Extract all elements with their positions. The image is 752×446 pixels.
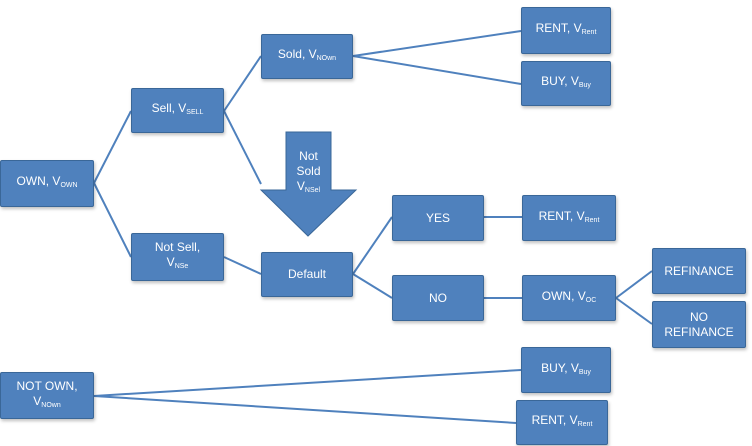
node-refinance-label: REFINANCE: [664, 263, 734, 278]
node-sold-label: Sold, V: [277, 47, 317, 61]
node-own-label: OWN, V: [16, 174, 61, 188]
node-default: Default: [261, 252, 353, 297]
edge-own-notsell: [93, 182, 132, 258]
node-not-sell-label2: V: [166, 255, 175, 269]
node-sold: Sold, VNOwn: [261, 34, 353, 79]
node-rent-mid-label: RENT, V: [538, 208, 585, 223]
edge-notown-buybottom: [93, 369, 522, 397]
node-no-refinance-line1: NO: [690, 309, 708, 324]
node-rent-bottom-sub: Rent: [577, 421, 593, 428]
edge-sold-buytop: [352, 55, 522, 85]
node-buy-bottom-sub: Buy: [578, 368, 591, 376]
node-no: NO: [392, 275, 484, 321]
node-buy-top-sub: Buy: [578, 82, 591, 89]
node-buy-bottom: BUY, VBuy: [521, 347, 611, 393]
node-yes-label: YES: [425, 210, 450, 225]
node-buy-bottom-label: BUY, V: [541, 360, 579, 375]
node-rent-bottom: RENT, VRent: [516, 400, 608, 445]
edge-own-sell: [93, 110, 132, 184]
node-rent-top-sub: Rent: [581, 29, 597, 36]
not-sold-line2: Sold: [296, 164, 321, 178]
node-own-oc-label: OWN, V: [541, 288, 586, 303]
node-no-refinance: NO REFINANCE: [652, 301, 746, 348]
node-rent-mid-sub: Rent: [584, 216, 600, 224]
node-sell-sub: SELL: [186, 109, 204, 116]
node-own: OWN, VOWN: [0, 160, 94, 207]
node-buy-top: BUY, VBuy: [521, 61, 611, 106]
node-not-own-line1: NOT OWN,: [16, 378, 78, 393]
edge-ownoc-norefinance: [615, 297, 653, 325]
edge-sell-sold: [223, 55, 262, 112]
node-sell-label: Sell, V: [151, 101, 187, 115]
node-not-own-label2: V: [33, 393, 42, 408]
node-sell: Sell, VSELL: [131, 88, 224, 133]
node-rent-mid: RENT, VRent: [522, 195, 616, 241]
node-own-sub: OWN: [60, 182, 78, 189]
not-sold-line1: Not: [299, 149, 318, 163]
node-sold-sub: NOwn: [316, 55, 337, 62]
edge-sold-renttop: [352, 30, 522, 57]
not-sold-line3: VNSel: [296, 179, 321, 194]
node-own-oc: OWN, VOC: [522, 275, 616, 321]
edge-default-yes: [352, 216, 393, 275]
node-not-sell-sub: NSe: [174, 263, 189, 270]
node-not-sell-line1: Not Sell,: [154, 240, 201, 254]
node-yes: YES: [392, 195, 484, 241]
node-no-label: NO: [429, 290, 447, 305]
edge-sell-default: [223, 110, 262, 185]
node-no-refinance-line2: REFINANCE: [664, 324, 734, 339]
node-refinance: REFINANCE: [652, 248, 746, 294]
node-buy-top-label: BUY, V: [541, 74, 579, 88]
node-own-oc-sub: OC: [585, 296, 597, 304]
not-sold-down-arrow: [259, 131, 358, 237]
node-rent-bottom-label: RENT, V: [531, 413, 578, 427]
node-default-label: Default: [287, 267, 327, 281]
not-sold-arrow-label: Not Sold VNSel: [286, 149, 331, 198]
edge-ownoc-refinance: [615, 270, 653, 299]
edge-notown-rentbottom: [93, 395, 517, 424]
node-not-sell: Not Sell, VNSe: [131, 233, 224, 281]
edge-default-no: [352, 273, 393, 299]
node-rent-top: RENT, VRent: [521, 7, 611, 54]
node-rent-top-label: RENT, V: [535, 21, 582, 35]
node-not-own: NOT OWN, VNOwn: [0, 372, 94, 419]
node-not-own-sub: NOwn: [41, 401, 61, 409]
edge-notsell-default: [223, 256, 262, 275]
